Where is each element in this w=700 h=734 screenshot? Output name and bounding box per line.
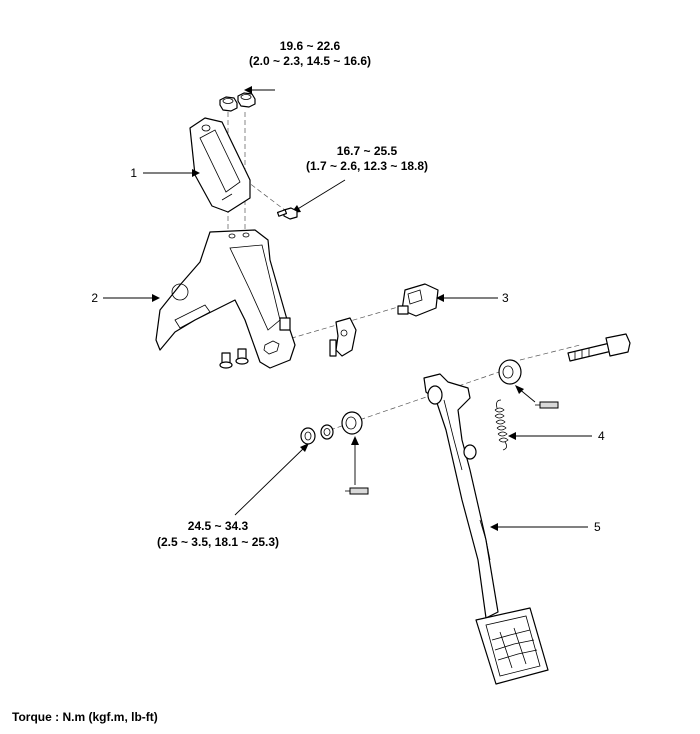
part-4-spring	[494, 399, 509, 451]
part-1-upper-bracket	[189, 117, 251, 213]
grease-icon-right	[515, 385, 559, 409]
assembly-centerlines	[227, 112, 581, 431]
torque-unit-note: Torque : N.m (kgf.m, lb-ft)	[12, 710, 158, 724]
bracket-bolts	[219, 348, 249, 369]
callout-3: 3	[502, 291, 509, 305]
pedal-clip	[329, 317, 357, 357]
callout-4: 4	[598, 429, 605, 443]
callout-1: 1	[130, 166, 137, 180]
part-3-switch	[397, 283, 439, 317]
torque-pivot-nm: 24.5 ~ 34.3	[188, 519, 249, 533]
torque-top-alt: (2.0 ~ 2.3, 14.5 ~ 16.6)	[249, 54, 371, 68]
part-2-pedal-bracket	[155, 229, 296, 369]
torque-leaders	[234, 86, 346, 516]
pivot-bolt	[567, 333, 631, 362]
callout-2: 2	[91, 291, 98, 305]
torque-top-nm: 19.6 ~ 22.6	[280, 39, 341, 53]
bushing-right	[498, 359, 522, 385]
grease-icon-left	[345, 436, 369, 495]
torque-bolt-nm: 16.7 ~ 25.5	[337, 144, 398, 158]
part-5-pedal-arm	[423, 373, 499, 619]
pedal-pad	[475, 607, 549, 685]
washers-left	[300, 411, 363, 445]
callout-leaders	[103, 169, 592, 531]
torque-pivot-alt: (2.5 ~ 3.5, 18.1 ~ 25.3)	[157, 535, 279, 549]
upper-bolt	[276, 207, 298, 220]
callout-5: 5	[594, 520, 601, 534]
torque-bolt-alt: (1.7 ~ 2.6, 12.3 ~ 18.8)	[306, 159, 428, 173]
top-nuts	[219, 92, 256, 112]
